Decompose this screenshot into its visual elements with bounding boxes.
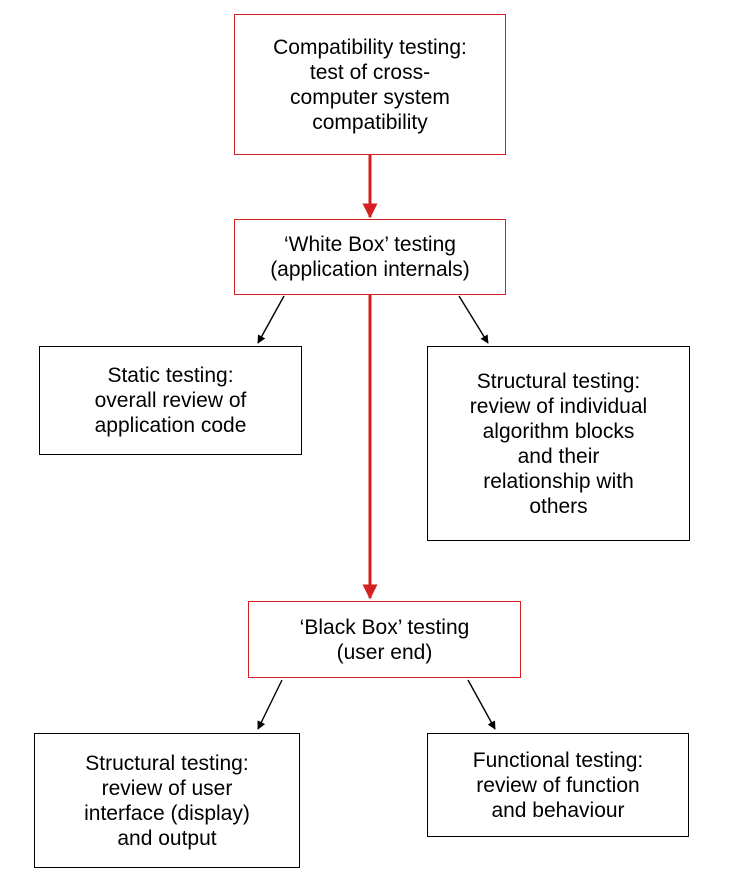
edge-blackbox-to-functional xyxy=(467,679,496,730)
node-structural-testing-ui: Structural testing: review of user inter… xyxy=(34,733,300,868)
node-structural-ui-label: Structural testing: review of user inter… xyxy=(84,751,250,850)
node-white-box-testing: ‘White Box’ testing (application interna… xyxy=(234,219,506,295)
node-functional-testing: Functional testing: review of function a… xyxy=(427,733,689,837)
node-black-box-label: ‘Black Box’ testing (user end) xyxy=(299,615,470,664)
edge-whitebox-to-static xyxy=(257,295,285,344)
edge-whitebox-to-structural xyxy=(458,295,489,344)
node-compatibility-testing: Compatibility testing: test of cross- co… xyxy=(234,14,506,155)
node-structural-testing-algorithms: Structural testing: review of individual… xyxy=(427,346,690,541)
node-static-label: Static testing: overall review of applic… xyxy=(94,364,247,437)
node-white-box-label: ‘White Box’ testing (application interna… xyxy=(270,233,470,281)
node-black-box-testing: ‘Black Box’ testing (user end) xyxy=(248,601,521,678)
edge-blackbox-to-structural-ui xyxy=(257,679,283,730)
node-functional-label: Functional testing: review of function a… xyxy=(472,748,644,822)
node-static-testing: Static testing: overall review of applic… xyxy=(39,346,302,455)
node-structural-algorithms-label: Structural testing: review of individual… xyxy=(469,369,648,518)
node-compatibility-label: Compatibility testing: test of cross- co… xyxy=(273,35,467,134)
